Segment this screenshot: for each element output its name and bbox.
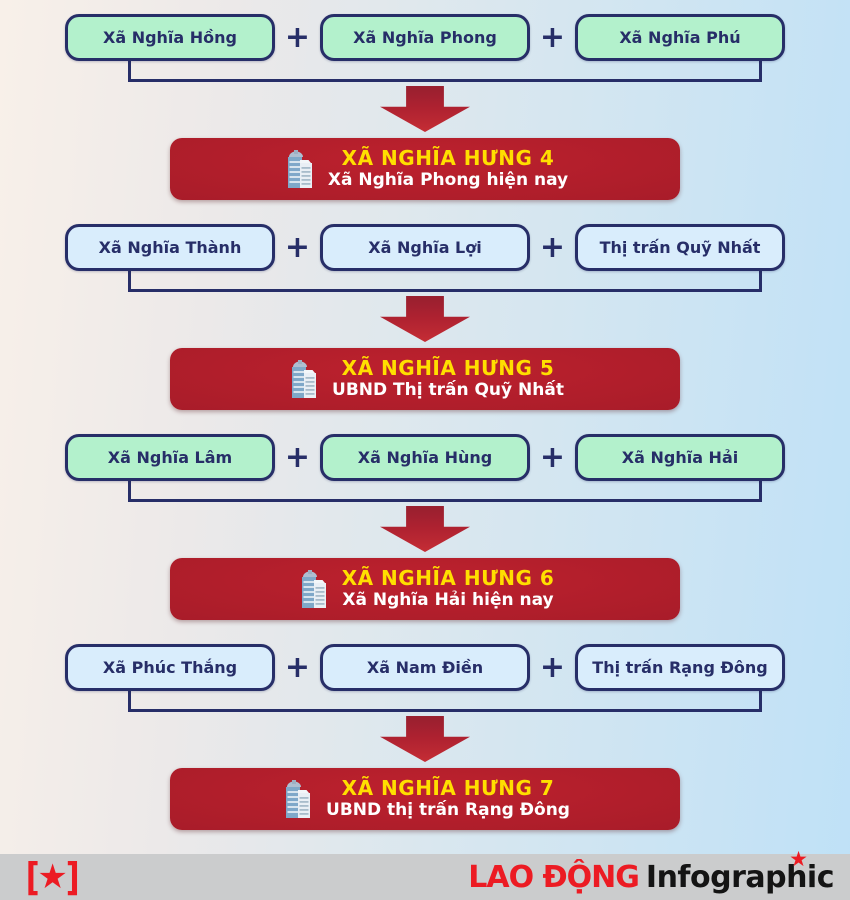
banner-title: XÃ NGHĨA HƯNG 6	[341, 566, 555, 591]
plus-icon: +	[539, 649, 566, 685]
connector-bracket	[128, 691, 762, 712]
banner-subtitle: UBND thị trấn Rạng Đông	[326, 800, 570, 821]
building-icon	[280, 779, 314, 819]
commune-label: Xã Nghĩa Thành	[98, 238, 242, 257]
brand-infographic-text: Infographic	[645, 859, 835, 895]
left-bracket-glyph: [	[25, 855, 40, 899]
plus-icon: +	[539, 229, 566, 265]
connector-bracket	[128, 61, 762, 82]
commune-box: Xã Nghĩa Phong	[320, 14, 530, 61]
down-arrow-icon	[380, 296, 470, 342]
result-banner: XÃ NGHĨA HƯNG 7 UBND thị trấn Rạng Đông	[170, 768, 680, 830]
connector-bracket	[128, 481, 762, 502]
plus-icon: +	[284, 649, 311, 685]
laodong-infographic-brand: LAO ĐỘNG Infographic ★	[468, 847, 835, 895]
source-communes-row: Xã Nghĩa Hồng + Xã Nghĩa Phong + Xã Nghĩ…	[65, 14, 785, 61]
banner-title: XÃ NGHĨA HƯNG 7	[341, 776, 555, 801]
commune-box: Xã Phúc Thắng	[65, 644, 275, 691]
banner-subtitle: Xã Nghĩa Phong hiện nay	[327, 170, 569, 191]
plus-icon: +	[539, 19, 566, 55]
commune-label: Xã Nghĩa Hồng	[102, 28, 237, 47]
result-banner: XÃ NGHĨA HƯNG 5 UBND Thị trấn Quỹ Nhất	[170, 348, 680, 410]
commune-label: Xã Nghĩa Lợi	[368, 238, 482, 257]
building-icon	[282, 149, 316, 189]
connector-bracket	[128, 271, 762, 292]
star-icon: ★	[37, 857, 68, 897]
result-banner: XÃ NGHĨA HƯNG 4 Xã Nghĩa Phong hiện nay	[170, 138, 680, 200]
commune-box: Xã Nghĩa Lợi	[320, 224, 530, 271]
commune-label: Xã Nghĩa Phú	[619, 28, 741, 47]
commune-box: Xã Nghĩa Hùng	[320, 434, 530, 481]
commune-label: Thị trấn Rạng Đông	[592, 658, 768, 677]
commune-box: Xã Nghĩa Phú	[575, 14, 785, 61]
banner-title: XÃ NGHĨA HƯNG 5	[341, 356, 555, 381]
result-banner: XÃ NGHĨA HƯNG 6 Xã Nghĩa Hải hiện nay	[170, 558, 680, 620]
commune-label: Thị trấn Quỹ Nhất	[599, 238, 761, 257]
merge-group: Xã Nghĩa Hồng + Xã Nghĩa Phong + Xã Nghĩ…	[0, 14, 850, 200]
plus-icon: +	[284, 229, 311, 265]
commune-box: Xã Nghĩa Hồng	[65, 14, 275, 61]
laodong-star-logo: [ ★ ]	[24, 858, 81, 896]
plus-icon: +	[284, 19, 311, 55]
commune-label: Xã Nghĩa Hùng	[357, 448, 493, 467]
plus-icon: +	[539, 439, 566, 475]
star-icon: ★	[789, 846, 808, 871]
right-bracket-glyph: ]	[65, 855, 80, 899]
brand-laodong-text: LAO ĐỘNG	[468, 859, 640, 895]
commune-label: Xã Nghĩa Lâm	[107, 448, 233, 467]
down-arrow-icon	[380, 86, 470, 132]
commune-box: Thị trấn Quỹ Nhất	[575, 224, 785, 271]
source-communes-row: Xã Nghĩa Lâm + Xã Nghĩa Hùng + Xã Nghĩa …	[65, 434, 785, 481]
commune-box: Xã Nghĩa Hải	[575, 434, 785, 481]
down-arrow-icon	[380, 716, 470, 762]
merge-diagram: Xã Nghĩa Hồng + Xã Nghĩa Phong + Xã Nghĩ…	[0, 14, 850, 830]
building-icon	[296, 569, 330, 609]
merge-group: Xã Phúc Thắng + Xã Nam Điền + Thị trấn R…	[0, 644, 850, 830]
commune-box: Xã Nam Điền	[320, 644, 530, 691]
banner-subtitle: Xã Nghĩa Hải hiện nay	[342, 590, 554, 611]
commune-label: Xã Nghĩa Hải	[621, 448, 739, 467]
footer-bar: [ ★ ] LAO ĐỘNG Infographic ★	[0, 847, 850, 900]
commune-label: Xã Phúc Thắng	[102, 658, 238, 677]
building-icon	[286, 359, 320, 399]
down-arrow-icon	[380, 506, 470, 552]
commune-label: Xã Nghĩa Phong	[353, 28, 497, 47]
commune-box: Xã Nghĩa Thành	[65, 224, 275, 271]
merge-group: Xã Nghĩa Thành + Xã Nghĩa Lợi + Thị trấn…	[0, 224, 850, 410]
source-communes-row: Xã Nghĩa Thành + Xã Nghĩa Lợi + Thị trấn…	[65, 224, 785, 271]
banner-subtitle: UBND Thị trấn Quỹ Nhất	[332, 380, 564, 401]
commune-box: Thị trấn Rạng Đông	[575, 644, 785, 691]
commune-box: Xã Nghĩa Lâm	[65, 434, 275, 481]
plus-icon: +	[284, 439, 311, 475]
merge-group: Xã Nghĩa Lâm + Xã Nghĩa Hùng + Xã Nghĩa …	[0, 434, 850, 620]
commune-label: Xã Nam Điền	[366, 658, 484, 677]
banner-title: XÃ NGHĨA HƯNG 4	[341, 146, 555, 171]
source-communes-row: Xã Phúc Thắng + Xã Nam Điền + Thị trấn R…	[65, 644, 785, 691]
